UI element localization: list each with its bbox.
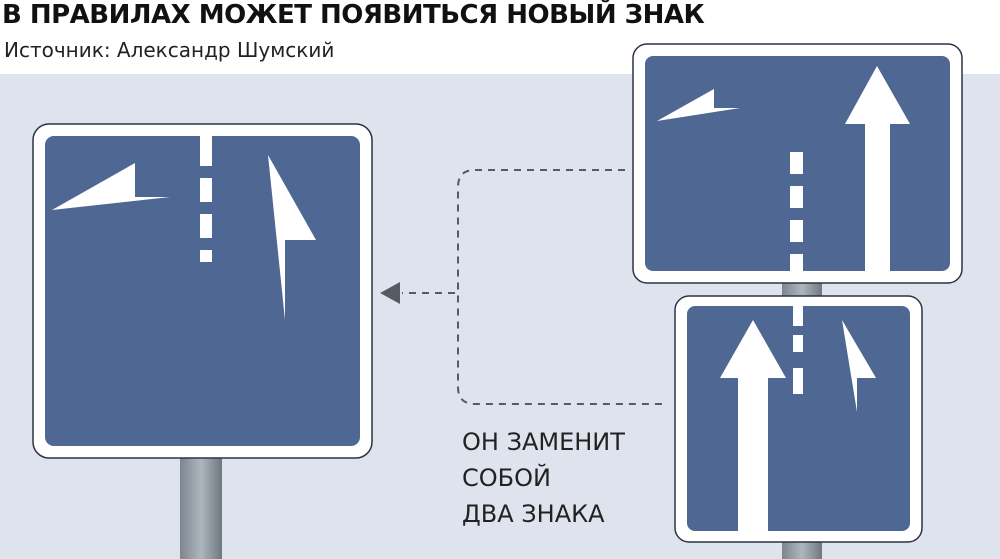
arrow-pointer-icon (380, 282, 400, 304)
page-title: В ПРАВИЛАХ МОЖЕТ ПОЯВИТЬСЯ НОВЫЙ ЗНАК (2, 0, 705, 30)
current-sign-bottom (674, 295, 923, 543)
left-sign-pole (180, 456, 222, 559)
caption-line: ОН ЗАМЕНИТ (462, 428, 625, 456)
caption: ОН ЗАМЕНИТ СОБОЙ ДВА ЗНАКА (462, 424, 625, 532)
caption-line: ДВА ЗНАКА (462, 500, 605, 528)
caption-line: СОБОЙ (462, 464, 551, 492)
source-credit: Источник: Александр Шумский (4, 38, 335, 62)
straight-arrow-icon (845, 66, 910, 271)
straight-shifted-arrow-icon (842, 320, 876, 412)
left-turn-arrow-icon (52, 163, 170, 210)
straight-shifted-arrow-icon (268, 155, 316, 320)
dashed-connector (402, 169, 665, 405)
new-sign (32, 123, 373, 459)
current-sign-top (632, 43, 963, 284)
straight-arrow-icon (720, 320, 786, 531)
left-turn-arrow-icon (657, 89, 740, 121)
